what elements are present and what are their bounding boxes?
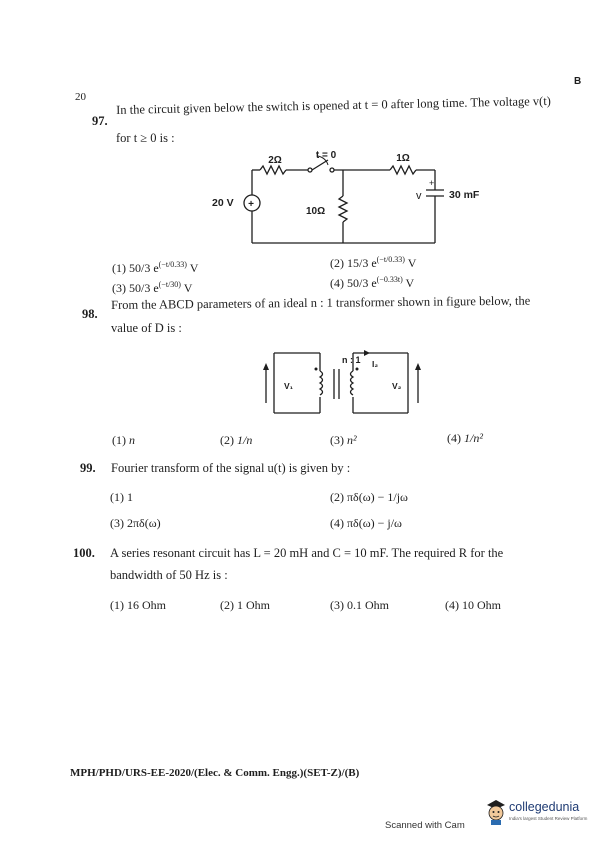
- set-code: B: [574, 76, 582, 87]
- q100-option-3: (3) 0.1 Ohm: [330, 598, 389, 612]
- q97-option-2: (2) 15/3 e(−t/0.33) V: [330, 255, 417, 270]
- brand-name: collegedunia: [509, 800, 580, 814]
- v2-label: V₂: [392, 381, 402, 391]
- q97-option-1: (1) 50/3 e(−t/0.33) V: [112, 260, 199, 275]
- q99-option-3: (3) 2πδ(ω): [110, 516, 161, 530]
- cap-label: 30 mF: [449, 189, 480, 201]
- q99-option-4: (4) πδ(ω) − j/ω: [330, 516, 402, 530]
- q98-option-2: (2) 1/n: [220, 433, 253, 447]
- mascot-icon: [487, 800, 505, 825]
- r2-label: 1Ω: [396, 153, 410, 164]
- v-label: v: [416, 190, 422, 202]
- ratio-label: n : 1: [342, 355, 361, 365]
- q100-text-line2: bandwidth of 50 Hz is :: [110, 568, 228, 582]
- r1-label: 2Ω: [268, 155, 282, 166]
- q98-text-line2: value of D is :: [111, 321, 182, 335]
- q98-text-line1: From the ABCD parameters of an ideal n :…: [111, 293, 531, 312]
- q99-option-1: (1) 1: [110, 490, 133, 504]
- q97-circuit-diagram: + + 2Ω t = 0 1Ω 20 V 10Ω v 30 mF: [212, 150, 480, 244]
- exam-code: MPH/PHD/URS-EE-2020/(Elec. & Comm. Engg.…: [70, 767, 360, 779]
- q97-text-line2: for t ≥ 0 is :: [116, 131, 175, 145]
- r3-label: 10Ω: [306, 206, 325, 217]
- q98-option-4: (4) 1/n²: [447, 431, 483, 445]
- svg-text:+: +: [429, 178, 434, 188]
- q97-option-3: (3) 50/3 e(−t/30) V: [112, 280, 193, 295]
- q99-text: Fourier transform of the signal u(t) is …: [111, 461, 351, 475]
- q100-option-1: (1) 16 Ohm: [110, 598, 166, 612]
- svg-text:+: +: [248, 199, 254, 210]
- switch-label: t = 0: [316, 150, 337, 161]
- q98-option-3: (3) n²: [330, 433, 357, 447]
- page-number: 20: [75, 91, 86, 103]
- q100-number: 100.: [73, 546, 95, 560]
- q97-number: 97.: [92, 114, 108, 128]
- v1-label: V₁: [284, 381, 294, 391]
- q98-option-1: (1) n: [112, 433, 135, 447]
- q100-text-line1: A series resonant circuit has L = 20 mH …: [110, 546, 504, 560]
- q99-option-2: (2) πδ(ω) − 1/jω: [330, 490, 408, 504]
- q100-option-2: (2) 1 Ohm: [220, 598, 270, 612]
- source-label: 20 V: [212, 197, 234, 209]
- q100-option-4: (4) 10 Ohm: [445, 598, 501, 612]
- q99-number: 99.: [80, 461, 96, 475]
- q97-text-line1: In the circuit given below the switch is…: [116, 93, 552, 117]
- i2-label: I₂: [372, 359, 378, 369]
- brand-tagline: India's largest Student Review Platform: [509, 816, 588, 821]
- q97-option-4: (4) 50/3 e(−0.33t) V: [330, 275, 415, 290]
- collegedunia-logo: collegedunia India's largest Student Rev…: [484, 797, 588, 827]
- scanned-note: Scanned with Cam: [385, 820, 465, 831]
- q98-number: 98.: [82, 307, 98, 321]
- q98-transformer-diagram: n : 1 V₁ V₂ I₂: [263, 350, 421, 414]
